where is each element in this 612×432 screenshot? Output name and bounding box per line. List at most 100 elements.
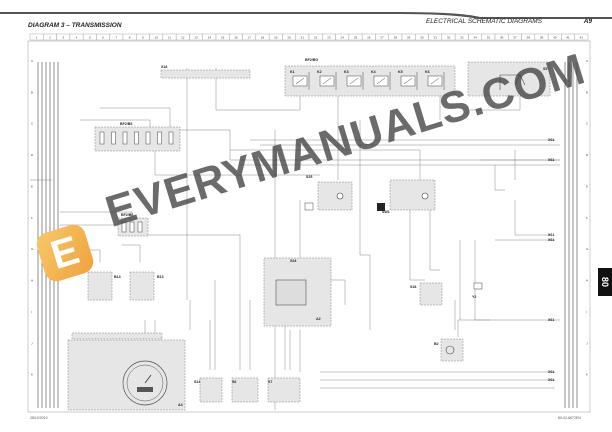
- diagram-frame: [27, 40, 591, 413]
- column-number: 40: [553, 36, 557, 40]
- row-letter: A: [31, 59, 33, 63]
- relay-label: K1: [290, 70, 295, 74]
- y2-label: Y2: [472, 295, 476, 299]
- row-letter: G: [31, 247, 34, 251]
- column-number: 34: [473, 36, 477, 40]
- fuse-icon: [121, 221, 127, 233]
- b13-sensor: [129, 271, 155, 301]
- column-number: 36: [500, 36, 504, 40]
- s25-switch: [317, 181, 353, 211]
- section-tab[interactable]: 80: [598, 268, 612, 296]
- page-code: A9: [583, 18, 592, 25]
- fuse-box-b6-label: BF2/B6: [121, 213, 133, 217]
- row-letter: C: [31, 122, 34, 126]
- column-number: 18: [261, 36, 265, 40]
- column-number: 35: [487, 36, 491, 40]
- column-number: 27: [380, 36, 384, 40]
- row-letter: K: [586, 373, 588, 377]
- column-number: 10: [155, 36, 159, 40]
- column-number: 22: [314, 36, 318, 40]
- wires: [30, 68, 560, 410]
- relay-label: K5: [398, 70, 403, 74]
- column-number: 12: [181, 36, 185, 40]
- row-letter: D: [31, 153, 34, 157]
- fuse-icon: [137, 221, 143, 233]
- row-letter: H: [586, 279, 588, 283]
- b2-label: B2: [434, 342, 439, 346]
- right-bus-lines: [564, 62, 578, 408]
- s5-label: S5: [543, 67, 547, 71]
- b2-sensor: [440, 338, 464, 362]
- row-letter: I: [31, 310, 32, 314]
- diagram-title: DIAGRAM 3 – TRANSMISSION: [28, 22, 122, 29]
- header-swoosh: [0, 12, 612, 19]
- x61-reference: X61: [548, 378, 554, 382]
- a4-label: A4: [178, 403, 183, 407]
- fuse-icon: [111, 131, 116, 145]
- row-letter: E: [586, 184, 588, 188]
- x61-reference: X61: [548, 158, 554, 162]
- row-letter: D: [586, 153, 589, 157]
- column-number: 33: [460, 36, 464, 40]
- column-number: 3: [62, 36, 64, 40]
- column-number: 5: [89, 36, 91, 40]
- relay-label: K2: [317, 70, 322, 74]
- b13-label: B13: [157, 275, 164, 279]
- s7-label: S7: [268, 380, 272, 384]
- row-letter: I: [586, 310, 587, 314]
- x24-label: X24: [290, 259, 296, 263]
- row-letter: F: [586, 216, 588, 220]
- relay-label: K6: [425, 70, 430, 74]
- fuse-icon: [99, 131, 105, 145]
- column-number: 17: [248, 36, 252, 40]
- row-letter: G: [586, 247, 589, 251]
- column-number: 2: [49, 36, 51, 40]
- row-letter: A: [586, 59, 588, 63]
- s18-switch: [419, 282, 443, 306]
- column-number: 38: [527, 36, 531, 40]
- column-number: 37: [513, 36, 517, 40]
- fuse-box-b5-label: BF2/B5: [120, 122, 132, 126]
- row-letter: K: [31, 373, 33, 377]
- column-number: 20: [287, 36, 291, 40]
- column-number: 30: [420, 36, 424, 40]
- section-title: ELECTRICAL SCHEMATIC DIAGRAMS: [425, 18, 542, 25]
- x61-reference: X61: [548, 233, 554, 237]
- s7-switch: [267, 377, 301, 403]
- row-letter: B: [31, 90, 33, 94]
- column-number: 23: [327, 36, 331, 40]
- relay-box-label: BF2/BG: [305, 58, 318, 62]
- footer-doc-code: 80-02-6672EN: [558, 416, 581, 420]
- s6-label: S6: [232, 380, 236, 384]
- column-number: 29: [407, 36, 411, 40]
- column-number: 26: [367, 36, 371, 40]
- column-number: 32: [447, 36, 451, 40]
- column-number: 4: [76, 36, 78, 40]
- fuse-icon: [168, 131, 174, 145]
- x61-reference: X61: [548, 318, 554, 322]
- s14-switch: [199, 377, 223, 403]
- column-number: 16: [234, 36, 238, 40]
- column-number: 24: [341, 36, 345, 40]
- a4-connector: [71, 332, 163, 340]
- relay-label: K4: [371, 70, 376, 74]
- row-letter: B: [586, 90, 588, 94]
- s5-module: [467, 61, 551, 97]
- row-letter: H: [31, 279, 33, 283]
- fuse-icon: [157, 131, 162, 145]
- column-number: 14: [208, 36, 212, 40]
- s14-label: S14: [194, 380, 200, 384]
- column-number: 8: [129, 36, 131, 40]
- a2-label: A2: [316, 317, 321, 321]
- x61-reference: X61: [548, 370, 554, 374]
- fuse-icon: [134, 131, 139, 145]
- column-number: 41: [566, 36, 570, 40]
- column-number: 39: [540, 36, 544, 40]
- column-number: 25: [354, 36, 358, 40]
- a4-instrument-cluster: [67, 339, 186, 411]
- column-number: 13: [194, 36, 198, 40]
- column-number: 11: [168, 36, 171, 40]
- row-letter: J: [586, 341, 588, 345]
